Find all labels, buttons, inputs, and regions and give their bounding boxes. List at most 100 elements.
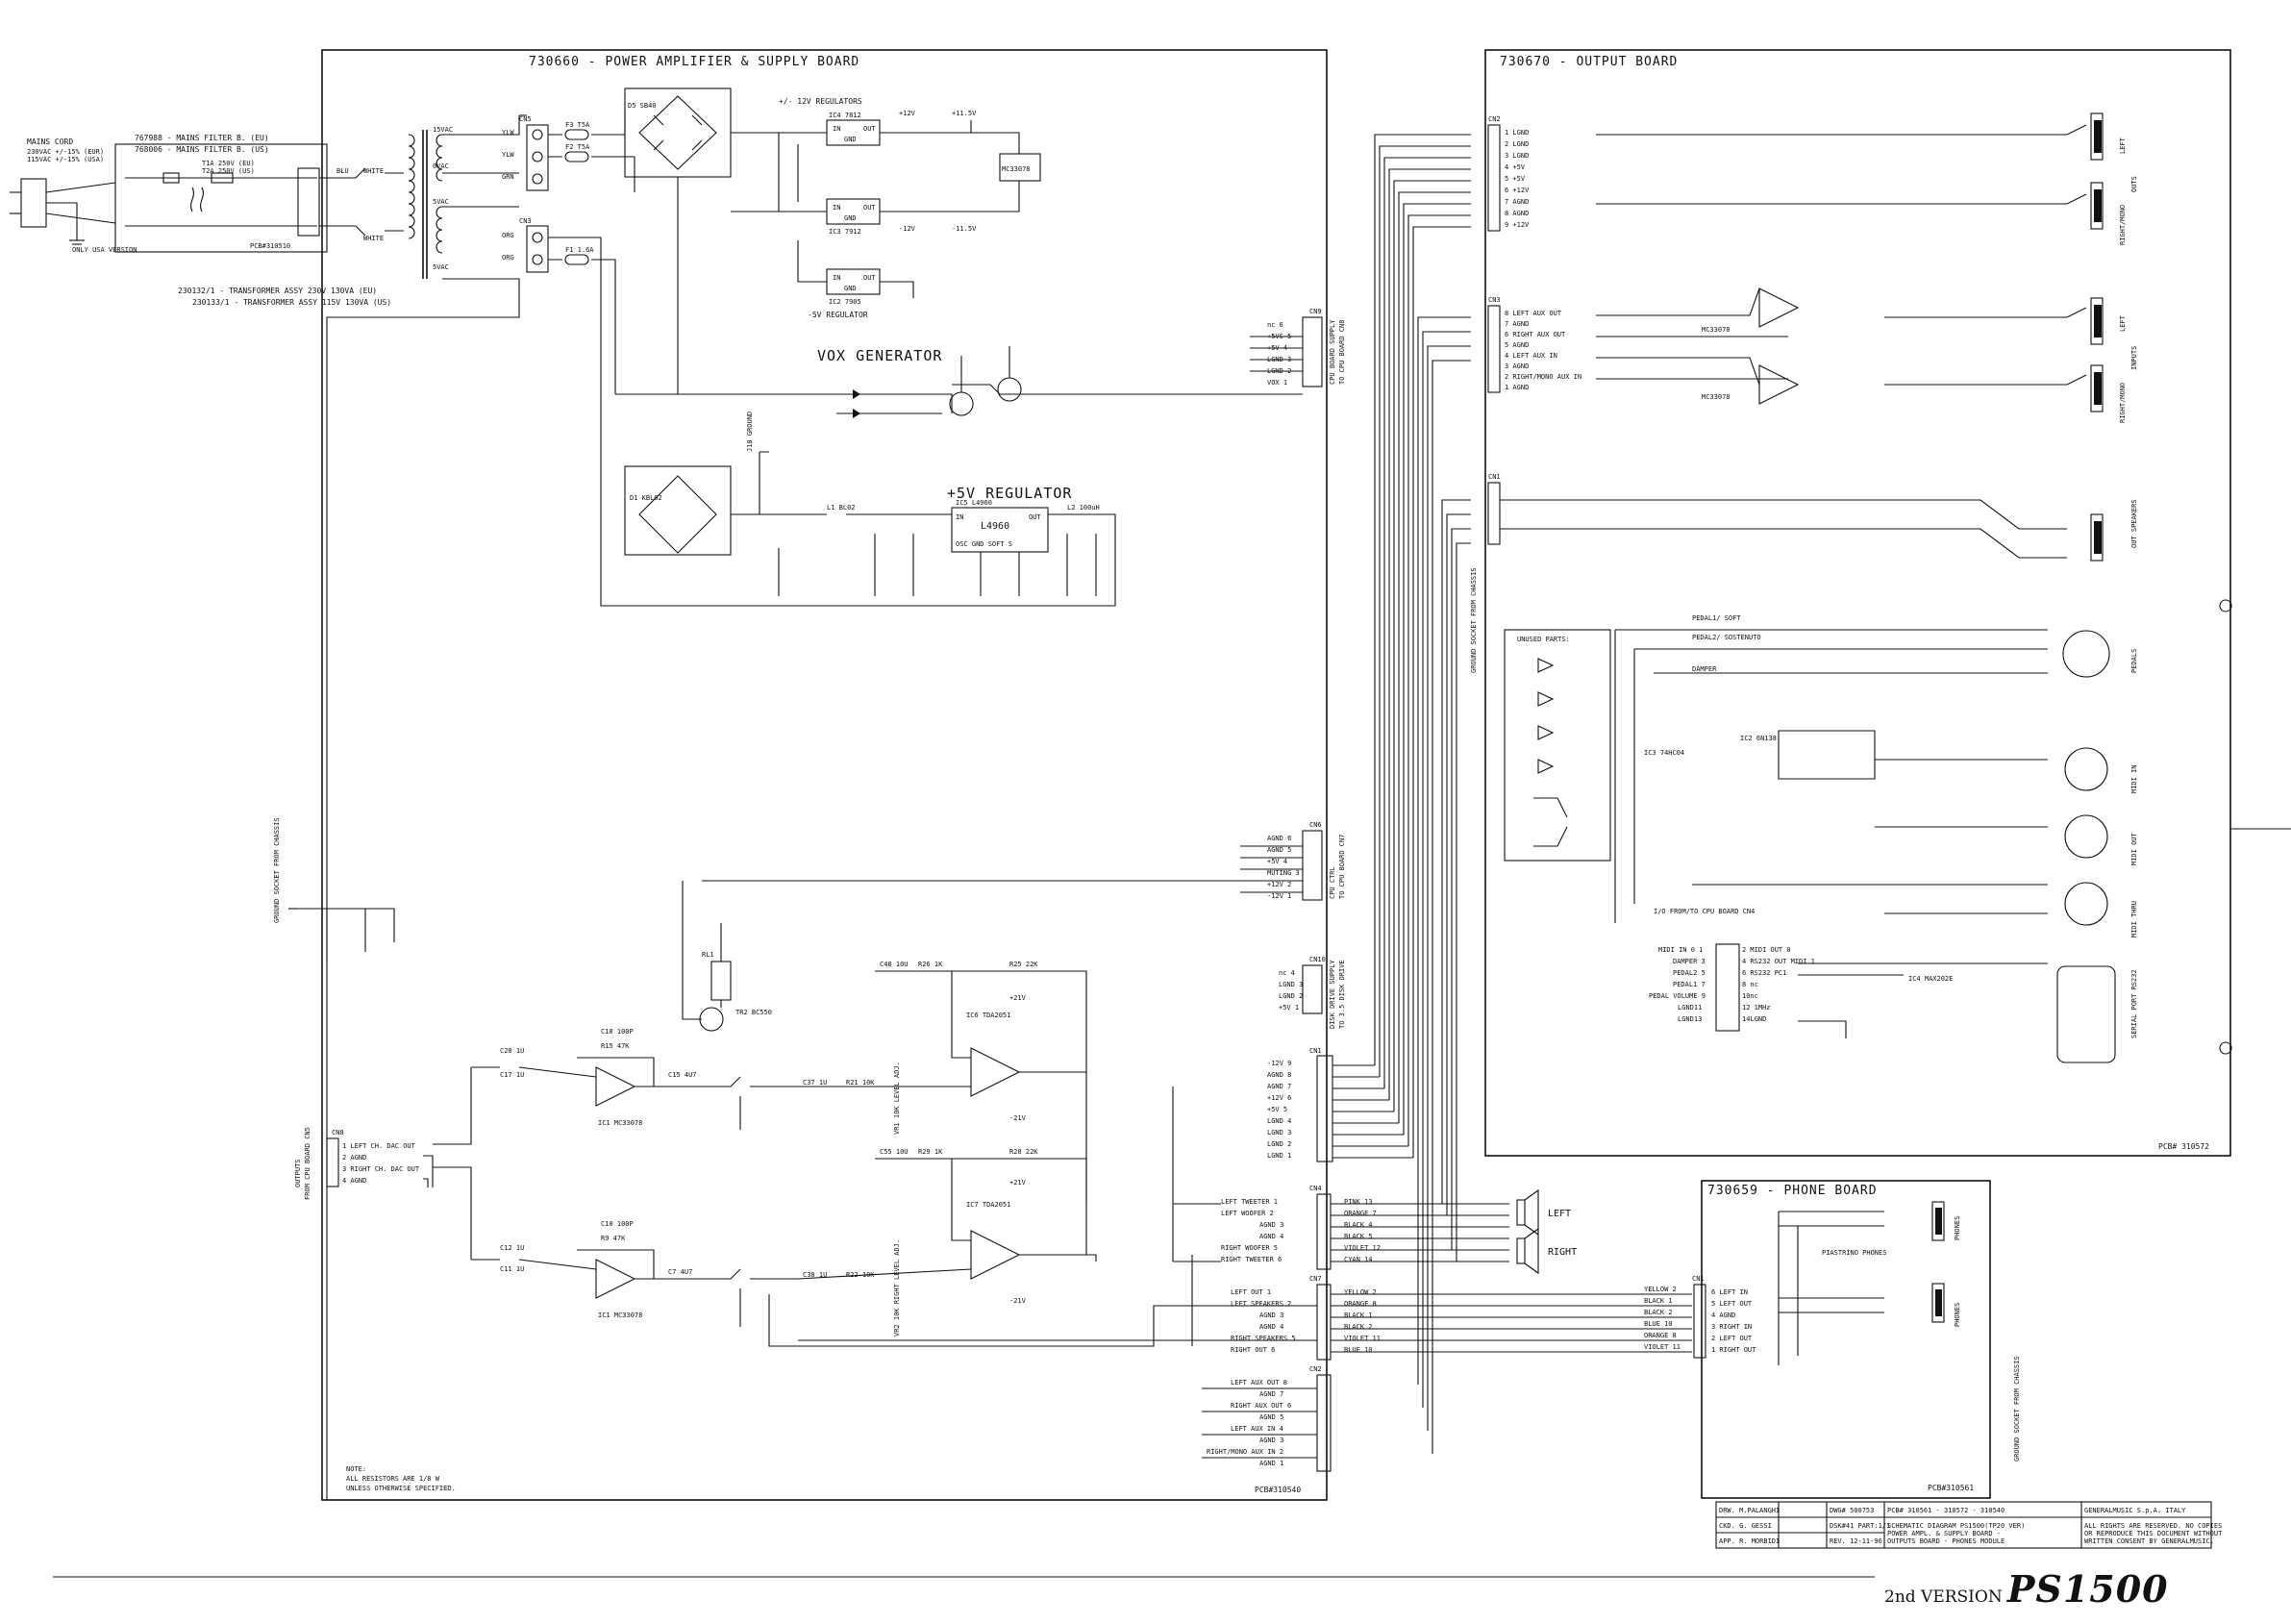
svg-text:PINK 13: PINK 13 — [1344, 1198, 1373, 1206]
svg-text:LEFT WOOFER 2: LEFT WOOFER 2 — [1221, 1210, 1274, 1217]
svg-text:BLUE 10: BLUE 10 — [1644, 1320, 1673, 1328]
svg-text:-12V 9: -12V 9 — [1267, 1060, 1291, 1067]
svg-text:1 RIGHT OUT: 1 RIGHT OUT — [1711, 1346, 1756, 1354]
phone-cn1: CN1 6 LEFT IN 5 LEFT OUT 4 AGND 3 RIGHT … — [1644, 1275, 1756, 1359]
svg-text:8 AGND: 8 AGND — [1505, 210, 1529, 217]
cn9-connector: CN9 CPU BOARD SUPPLY TO CPU BOARD CN8 nc… — [1250, 308, 1346, 387]
svg-text:C17 1U: C17 1U — [500, 1071, 524, 1079]
midi-in-din-icon — [2064, 747, 2108, 791]
svg-text:CN6: CN6 — [1309, 821, 1322, 829]
transistor-tr3-icon — [997, 377, 1022, 402]
svg-text:+21V: +21V — [1009, 994, 1027, 1002]
svg-text:PEDAL2 5: PEDAL2 5 — [1673, 969, 1706, 977]
relay-rl1-icon — [710, 961, 732, 1001]
svg-text:LEFT AUX OUT 8: LEFT AUX OUT 8 — [1231, 1379, 1287, 1387]
svg-text:RIGHT/MONO: RIGHT/MONO — [2119, 205, 2127, 245]
cn5-label: CN5 — [519, 115, 532, 123]
svg-text:C11 1U: C11 1U — [500, 1265, 524, 1273]
svg-text:+11.5V: +11.5V — [952, 110, 977, 117]
svg-text:AGND 8: AGND 8 — [1267, 1071, 1291, 1079]
svg-text:OUT: OUT — [863, 204, 876, 212]
mains-spec-us: 115VAC +/-15% (USA) — [27, 156, 104, 163]
jack-s1-icon — [2090, 513, 2104, 562]
svg-text:L1 BL02: L1 BL02 — [827, 504, 856, 512]
svg-text:CN1: CN1 — [1692, 1275, 1705, 1283]
svg-text:RIGHT AUX OUT 6: RIGHT AUX OUT 6 — [1231, 1402, 1291, 1410]
svg-text:RIGHT/MONO: RIGHT/MONO — [2119, 383, 2127, 423]
vox-generator-title: VOX GENERATOR — [817, 347, 942, 364]
svg-text:C10 100P: C10 100P — [601, 1220, 634, 1228]
svg-text:IC7 TDA2051: IC7 TDA2051 — [966, 1201, 1010, 1209]
mc33078-power-ic — [999, 153, 1041, 182]
svg-text:MIDI IN 0 1: MIDI IN 0 1 — [1658, 946, 1703, 954]
opamp-ic1b-icon — [595, 1259, 636, 1299]
svg-text:MIDI OUT: MIDI OUT — [2130, 832, 2138, 865]
svg-text:DSK#41 PART:1/1: DSK#41 PART:1/1 — [1830, 1522, 1890, 1530]
svg-text:4 RS232 OUT MIDI 1: 4 RS232 OUT MIDI 1 — [1742, 958, 1815, 965]
output-board-pcb: PCB# 310572 — [2158, 1142, 2209, 1151]
svg-text:OUTS: OUTS — [2130, 176, 2138, 192]
preamp-right: IC1 MC33078 C10 100P R9 47K C12 1U C11 1… — [471, 1220, 731, 1319]
cn6-connector: CN6 CPU CTRL TO CPU BOARD CN7 AGND 6 AGN… — [702, 821, 1346, 901]
svg-text:GND: GND — [844, 214, 857, 222]
svg-text:5 AGND: 5 AGND — [1505, 341, 1529, 349]
svg-text:14LGND: 14LGND — [1742, 1015, 1766, 1023]
svg-text:VIOLET 11: VIOLET 11 — [1644, 1343, 1681, 1351]
optocoupler-ic2-icon — [1778, 730, 1876, 780]
svg-text:OUT: OUT — [1029, 513, 1041, 521]
regulators-title: +/- 12V REGULATORS — [779, 97, 862, 106]
fuse-rating-label-2: T2A 250V (US) — [202, 167, 255, 175]
jack-s5-icon — [2090, 364, 2104, 412]
svg-text:CN10: CN10 — [1309, 956, 1326, 963]
svg-text:OUTPUTS: OUTPUTS — [294, 1159, 302, 1187]
opamp-output-ic1a-icon — [1758, 287, 1800, 328]
svg-text:LEFT: LEFT — [2119, 314, 2127, 332]
svg-text:PEDALS: PEDALS — [2130, 649, 2138, 673]
svg-text:CPU BOARD SUPPLY: CPU BOARD SUPPLY — [1329, 319, 1336, 385]
svg-text:C18 100P: C18 100P — [601, 1028, 634, 1036]
svg-text:R15 47K: R15 47K — [601, 1042, 630, 1050]
svg-text:+12V: +12V — [899, 110, 916, 117]
svg-text:CN2: CN2 — [1309, 1365, 1322, 1373]
svg-text:GRN: GRN — [502, 173, 514, 181]
svg-text:NOTE:: NOTE: — [346, 1465, 366, 1473]
output-cn2: CN2 1 LGND 2 LGND 3 LGND 4 +5V 5 +5V 6 +… — [1487, 115, 1530, 232]
svg-text:LGND 3: LGND 3 — [1267, 1129, 1291, 1137]
svg-text:VIOLET 11: VIOLET 11 — [1344, 1335, 1381, 1342]
jack-s3-icon — [2090, 182, 2104, 230]
svg-text:TO CPU BOARD CN8: TO CPU BOARD CN8 — [1338, 320, 1346, 385]
svg-text:2 AGND: 2 AGND — [342, 1154, 366, 1162]
svg-text:GND: GND — [844, 285, 857, 292]
filter-us-label: 768006 - MAINS FILTER B. (US) — [135, 145, 269, 154]
svg-text:AGND 7: AGND 7 — [1267, 1083, 1291, 1090]
svg-text:8 nc: 8 nc — [1742, 981, 1758, 988]
svg-text:YLW: YLW — [502, 129, 514, 137]
phones-jack-s2-icon — [1931, 1201, 1945, 1241]
jack-s4-icon — [2090, 297, 2104, 345]
svg-text:ORANGE 8: ORANGE 8 — [1344, 1300, 1377, 1308]
svg-text:IC5 L4960: IC5 L4960 — [956, 499, 992, 507]
svg-text:R21 10K: R21 10K — [846, 1079, 875, 1087]
binder-hole-bottom — [2219, 1041, 2232, 1055]
mains-spec-eu: 230VAC +/-15% (EUR) — [27, 148, 104, 156]
svg-text:IC2 6N138: IC2 6N138 — [1740, 735, 1777, 742]
svg-text:PEDAL1 7: PEDAL1 7 — [1673, 981, 1706, 988]
svg-text:+5V 5: +5V 5 — [1267, 1106, 1287, 1113]
svg-text:UNLESS OTHERWISE SPECIFIED.: UNLESS OTHERWISE SPECIFIED. — [346, 1485, 456, 1492]
only-usa-label: ONLY USA VERSION — [72, 246, 137, 254]
svg-text:IC3 74HC04: IC3 74HC04 — [1644, 749, 1684, 757]
svg-text:LEFT AUX IN 4: LEFT AUX IN 4 — [1231, 1425, 1283, 1433]
svg-text:3 AGND: 3 AGND — [1505, 362, 1529, 370]
mains-section: MAINS CORD 230VAC +/-15% (EUR) 115VAC +/… — [10, 114, 527, 1500]
svg-text:1 AGND: 1 AGND — [1505, 384, 1529, 391]
svg-text:APP. R. MORBIDI: APP. R. MORBIDI — [1719, 1537, 1780, 1545]
svg-text:D1 KBL02: D1 KBL02 — [630, 494, 662, 502]
svg-text:GROUND SOCKET FROM CHASSIS: GROUND SOCKET FROM CHASSIS — [1470, 567, 1478, 673]
svg-text:3 LGND: 3 LGND — [1505, 152, 1529, 160]
svg-text:CN8: CN8 — [332, 1129, 344, 1137]
svg-text:3 RIGHT CH. DAC OUT: 3 RIGHT CH. DAC OUT — [342, 1165, 420, 1173]
svg-text:OR REPRODUCE THIS DOCUMENT WIT: OR REPRODUCE THIS DOCUMENT WITHOUT — [2084, 1530, 2223, 1537]
